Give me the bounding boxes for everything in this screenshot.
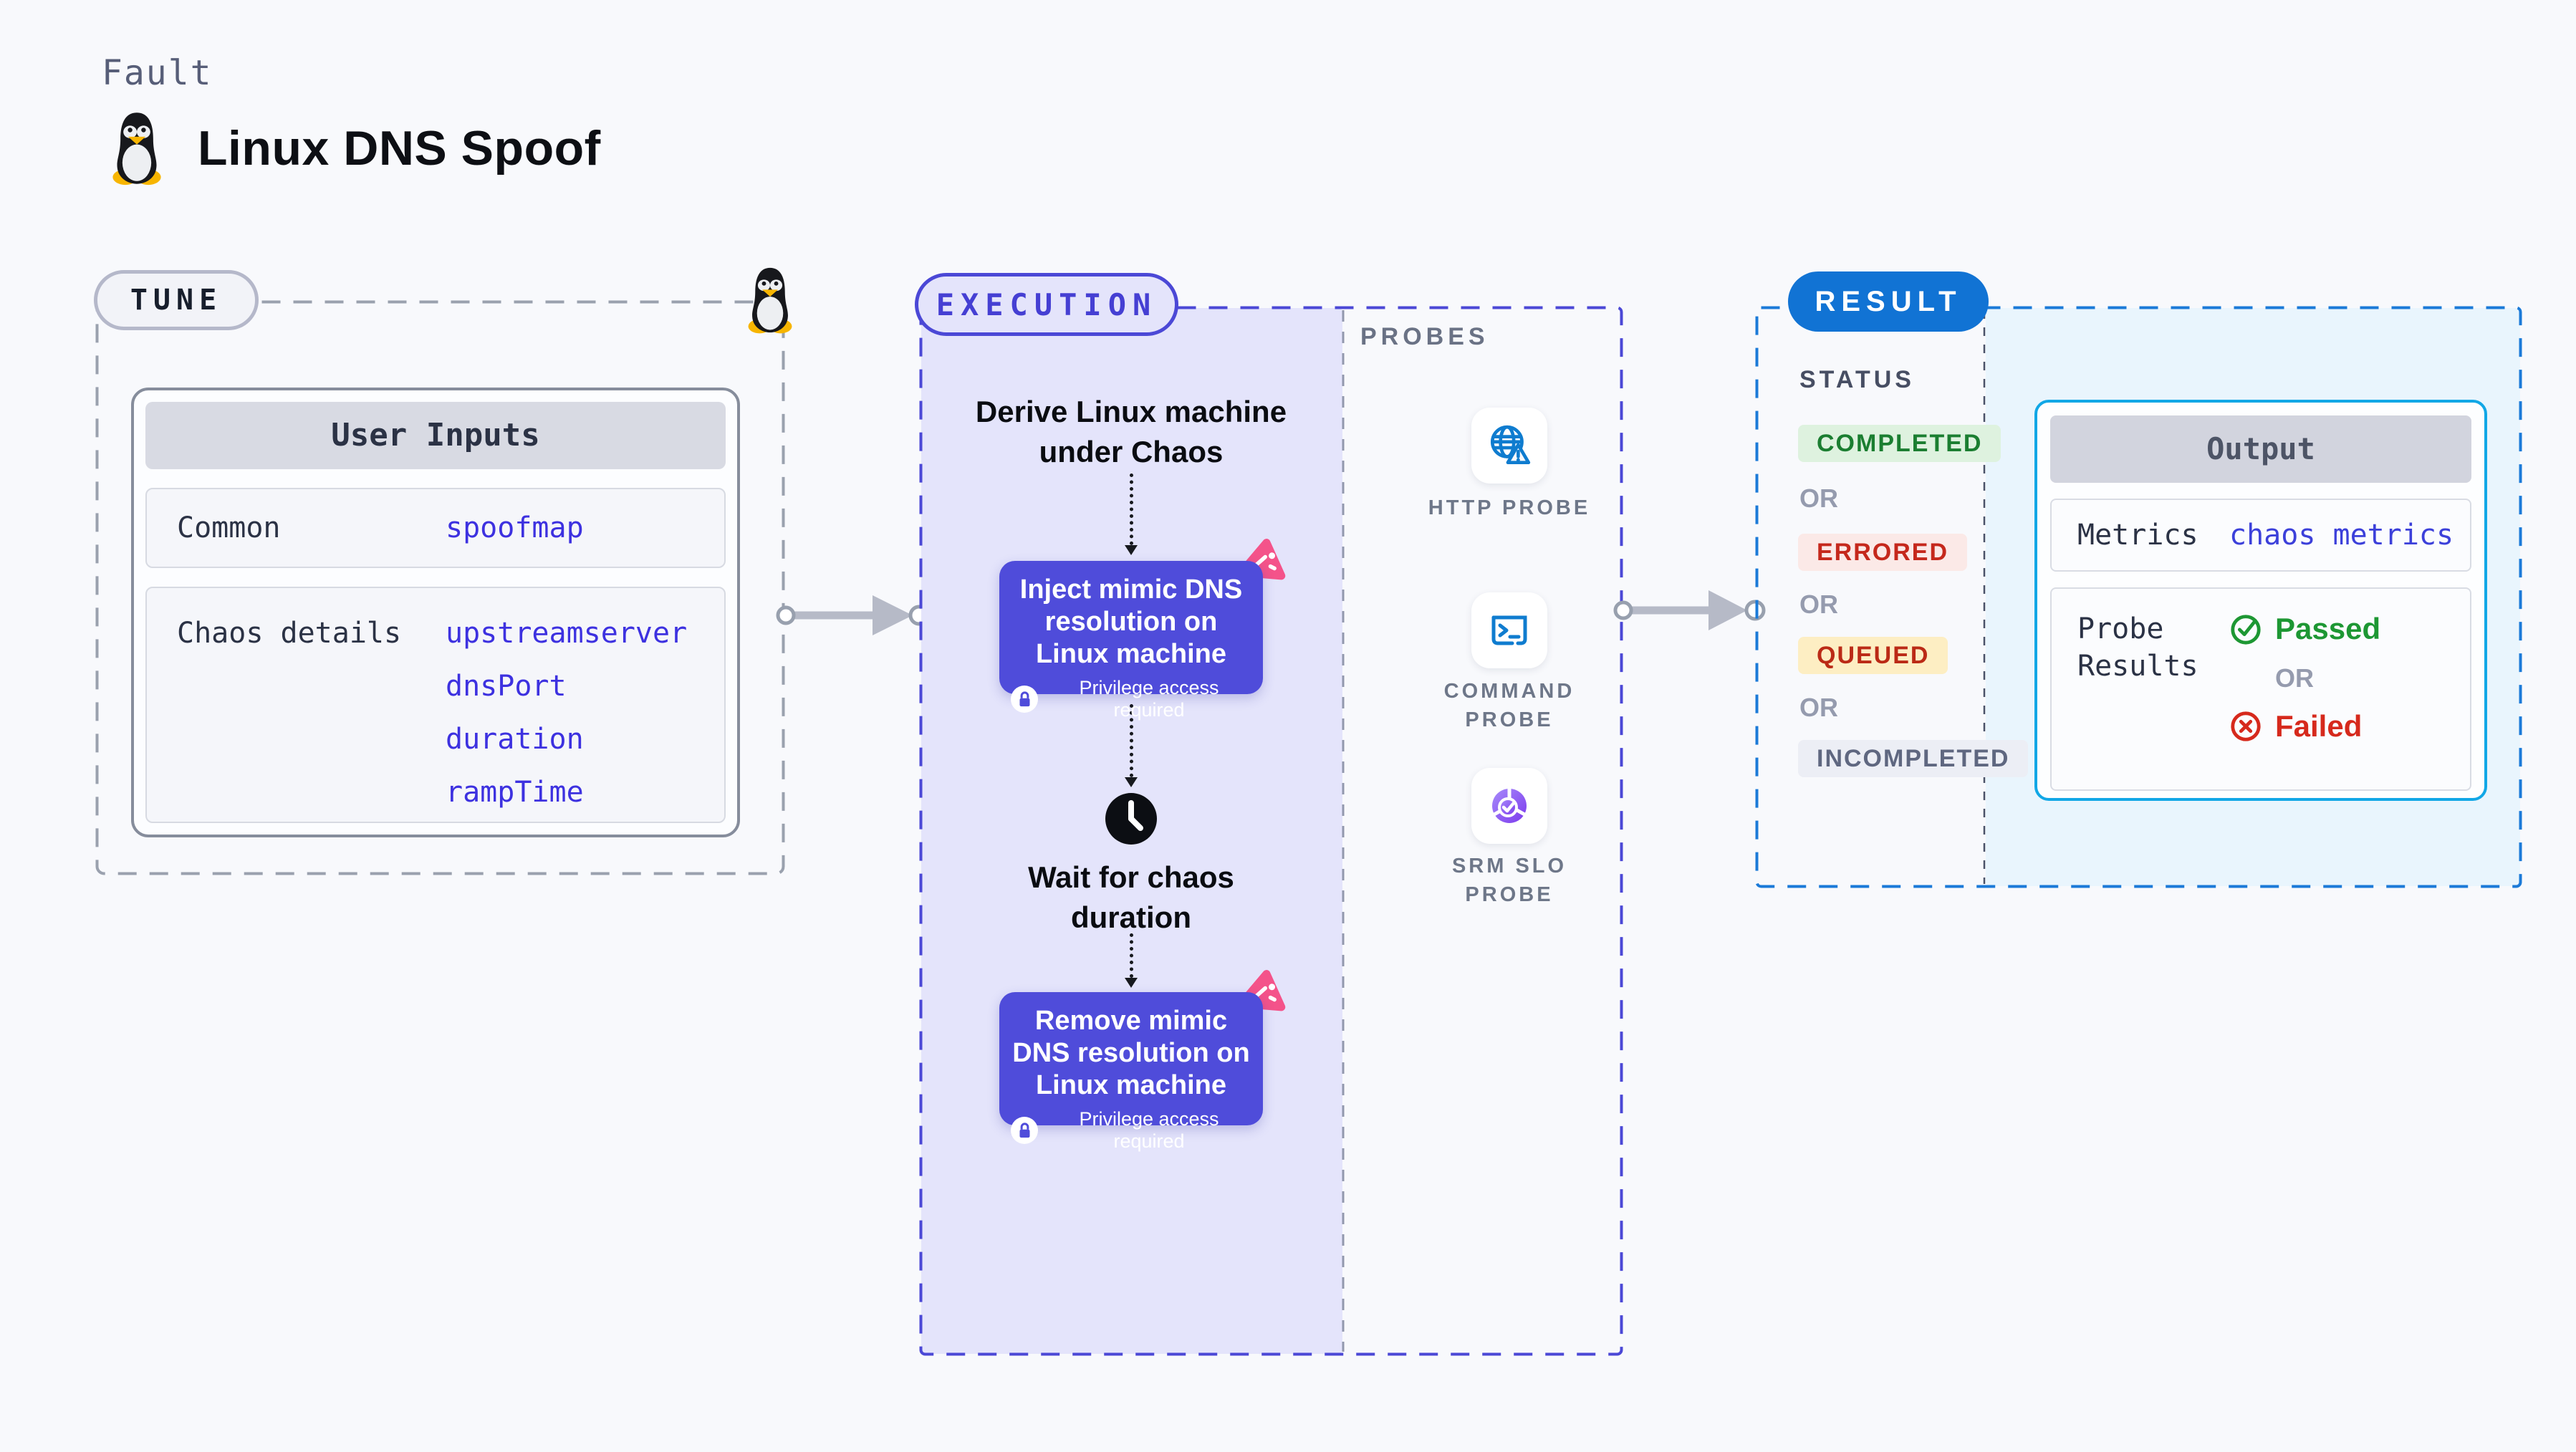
chaos-details-row: Chaos details upstreamserver dnsPort dur… [145,587,726,823]
command-probe-card [1471,592,1547,668]
failed-label: Failed [2275,709,2363,743]
output-card: Output Metrics chaos metrics Probe Resul… [2034,400,2487,801]
chaos-details-values: upstreamserver dnsPort duration rampTime [446,617,687,809]
inject-step-card: Inject mimic DNS resolution on Linux mac… [999,561,1263,721]
or-separator: OR [1799,693,1838,722]
spoofmap-link[interactable]: spoofmap [446,511,584,544]
execution-section: EXECUTION Derive Linux machine under Cha… [915,273,1623,1356]
common-row: Common spoofmap [145,488,726,568]
privilege-note-label: Privilege access required [1079,677,1219,721]
derive-step-label: Derive Linux machine under Chaos [975,395,1287,468]
srm-slo-probe-card [1471,768,1547,844]
dnsport-link[interactable]: dnsPort [446,670,567,703]
check-circle-icon [2229,612,2262,645]
fault-kicker: Fault [102,53,213,93]
failed-result: Failed [2229,709,2380,744]
lock-icon [1011,1117,1038,1144]
status-badge-incompleted: INCOMPLETED [1798,740,2029,777]
remove-step-card: Remove mimic DNS resolution on Linux mac… [999,992,1263,1152]
http-probe-label: HTTP PROBE [1428,496,1591,519]
probe-results-values: Passed OR Failed [2229,610,2380,744]
linux-tux-icon-small [742,266,798,335]
privilege-note: Privilege access required [1011,677,1251,721]
terminal-icon [1486,607,1532,653]
dotted-arrow-down-icon [1125,933,1138,994]
probes-heading: PROBES [1360,323,1489,350]
output-header: Output [2050,415,2471,483]
user-inputs-header: User Inputs [145,402,726,469]
status-badge-completed: COMPLETED [1798,425,2001,462]
http-probe-card [1471,408,1547,484]
or-separator: OR [1799,484,1838,513]
duration-link[interactable]: duration [446,723,584,756]
remove-step-title: Remove mimic DNS resolution on Linux mac… [1012,1006,1250,1100]
passed-result: Passed [2229,612,2380,646]
tune-section: TUNE User Inputs Common spoofmap Chaos d… [94,300,785,875]
command-probe-label: COMMAND PROBE [1443,680,1575,731]
linux-tux-icon [106,110,168,186]
privilege-note: Privilege access required [1011,1108,1251,1153]
tune-badge: TUNE [94,270,259,330]
execution-to-result-arrow [1613,590,1766,630]
status-badge-errored: ERRORED [1798,534,1968,571]
page-title: Linux DNS Spoof [198,121,601,176]
dotted-arrow-down-icon [1125,704,1138,794]
result-section: RESULT STATUS COMPLETED OR ERRORED OR QU… [1755,271,2522,888]
x-circle-icon [2229,710,2262,743]
upstreamserver-link[interactable]: upstreamserver [446,617,688,650]
lock-icon [1011,686,1038,713]
probe-results-row: Probe Results Passed OR Failed [2050,587,2471,791]
tune-to-execution-arrow [776,595,930,635]
metrics-label: Metrics [2077,519,2198,552]
or-separator: OR [1799,590,1838,619]
user-inputs-card: User Inputs Common spoofmap Chaos detail… [131,388,740,837]
probe-results-label: Probe Results [2077,612,2198,683]
privilege-note-label: Privilege access required [1079,1108,1219,1152]
ramptime-link[interactable]: rampTime [446,776,584,809]
wait-step-label: Wait for chaos duration [1028,860,1234,934]
or-separator: OR [2275,663,2314,693]
status-badge-queued: QUEUED [1798,637,1948,674]
globe-alert-icon [1486,422,1533,469]
execution-badge: EXECUTION [915,273,1178,336]
dotted-arrow-down-icon [1125,473,1138,562]
result-badge: RESULT [1788,271,1989,332]
chaos-details-label: Chaos details [177,617,402,650]
common-row-label: Common [177,511,281,544]
metrics-row: Metrics chaos metrics [2050,499,2471,572]
slo-donut-check-icon [1486,783,1532,829]
clock-icon [1104,792,1158,846]
inject-step-title: Inject mimic DNS resolution on Linux mac… [1019,574,1243,669]
status-heading: STATUS [1799,366,1915,393]
srm-slo-probe-label: SRM SLO PROBE [1451,855,1567,906]
chaos-metrics-link[interactable]: chaos metrics [2229,519,2454,552]
passed-label: Passed [2275,612,2381,645]
